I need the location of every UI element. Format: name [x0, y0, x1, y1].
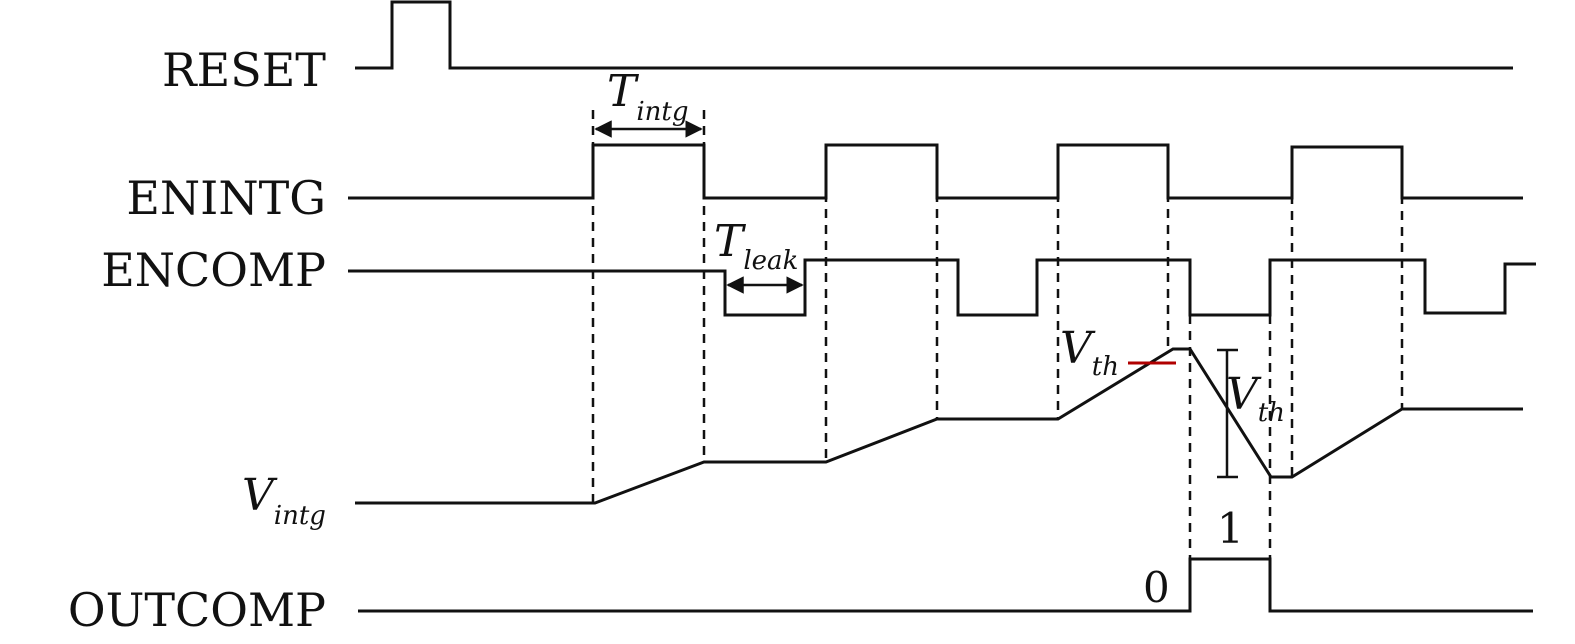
- encomp-label: ENCOMP: [101, 243, 326, 297]
- enintg-label: ENINTG: [126, 171, 326, 225]
- alignment-guides: [591, 110, 1404, 559]
- outcomp-waveform: [358, 557, 1533, 613]
- vth-drop-symbol: V: [1226, 369, 1262, 420]
- reset-waveform: [355, 0, 1513, 70]
- vth-threshold-subscript: th: [1092, 352, 1119, 382]
- t-intg-symbol: T: [607, 66, 640, 117]
- outcomp-zero-label: 0: [1143, 563, 1170, 612]
- enintg-waveform: [348, 143, 1523, 200]
- vth-threshold-label: Vth: [1060, 323, 1119, 382]
- vth-drop-label: Vth: [1226, 369, 1285, 428]
- vth-threshold-symbol: V: [1060, 323, 1096, 374]
- vintg-label-subscript: intg: [274, 501, 326, 531]
- vintg-label-symbol: V: [242, 470, 278, 521]
- t-intg-subscript: intg: [636, 97, 688, 127]
- outcomp-one-label: 1: [1217, 504, 1244, 553]
- outcomp-label: OUTCOMP: [68, 583, 326, 637]
- t-leak-subscript: leak: [743, 246, 798, 276]
- t-leak-symbol: T: [714, 216, 747, 267]
- encomp-waveform: [348, 258, 1536, 317]
- t-intg-label: Tintg: [607, 66, 689, 127]
- vintg-waveform: [355, 347, 1523, 505]
- vintg-label: Vintg: [242, 470, 326, 531]
- vth-drop-bracket: [1217, 348, 1238, 479]
- reset-label: RESET: [162, 43, 326, 97]
- t-leak-label: Tleak: [714, 216, 798, 276]
- vth-drop-subscript: th: [1258, 398, 1285, 428]
